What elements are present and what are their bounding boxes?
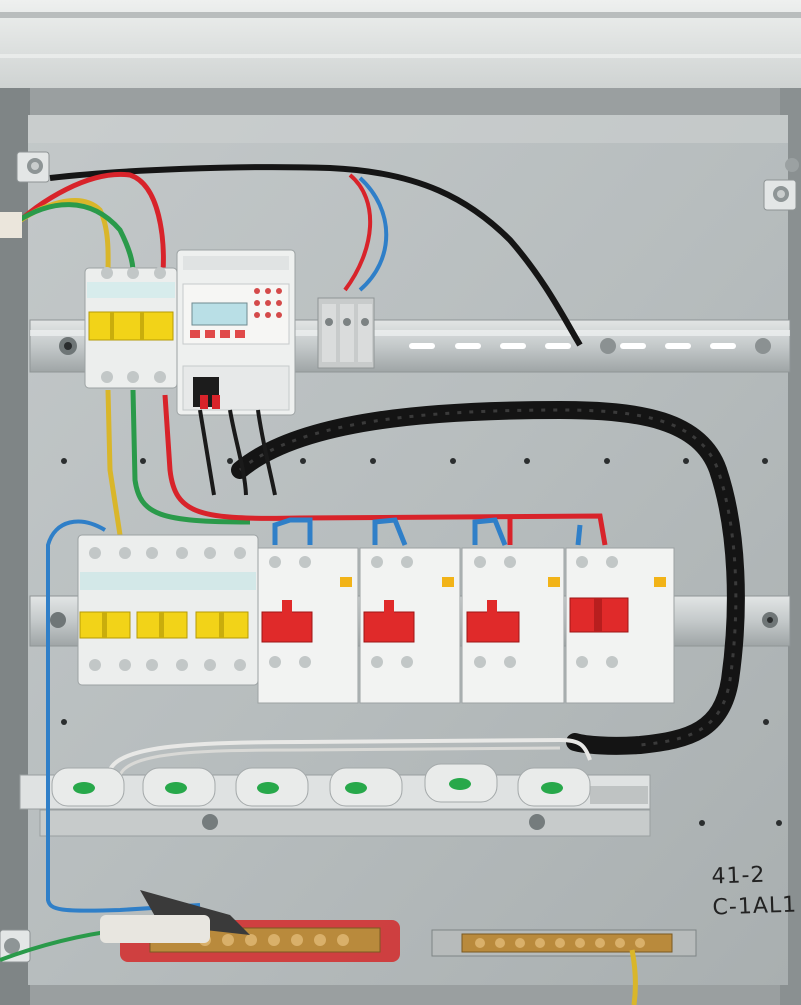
mcb-2 xyxy=(136,611,188,639)
handwritten-label-line2: C-1AL1 xyxy=(712,892,798,921)
green-earth-wire xyxy=(629,949,638,1005)
blue-neutral-wire xyxy=(46,519,201,913)
current-transformers xyxy=(51,763,591,807)
black-signal-cable xyxy=(49,164,583,347)
rcbo-1 xyxy=(257,547,359,704)
cabinet-left-wall xyxy=(0,88,30,1005)
main-isolator-switch xyxy=(84,267,178,389)
terminal-block xyxy=(317,297,375,369)
ct-3 xyxy=(235,767,309,807)
corner-bolt-top-right xyxy=(763,158,799,211)
rcbo-2 xyxy=(359,547,461,704)
ct-2 xyxy=(142,767,216,807)
ct-5 xyxy=(424,763,498,803)
incoming-green-wire xyxy=(14,202,136,273)
ct-6 xyxy=(517,767,591,807)
mcb-3 xyxy=(195,611,249,639)
corner-bolt-top-left xyxy=(16,151,50,183)
green-feed-wire xyxy=(130,389,251,525)
yellow-feed-wire xyxy=(105,389,123,536)
ct-4 xyxy=(329,767,403,807)
rcbo-4 xyxy=(565,547,675,704)
mcb-1 xyxy=(79,611,131,639)
handwritten-label: 41-2 C-1AL1 xyxy=(711,862,798,921)
spring-clamp xyxy=(100,890,250,943)
meter-lcd-display xyxy=(191,302,248,326)
earth-busbar xyxy=(431,929,697,957)
energy-meter xyxy=(176,249,296,416)
rcbo-3 xyxy=(461,547,565,704)
incoming-red-wire xyxy=(8,171,166,273)
handwritten-label-line1: 41-2 xyxy=(711,862,766,890)
mcb-group xyxy=(77,534,259,686)
ct-1 xyxy=(51,767,125,807)
